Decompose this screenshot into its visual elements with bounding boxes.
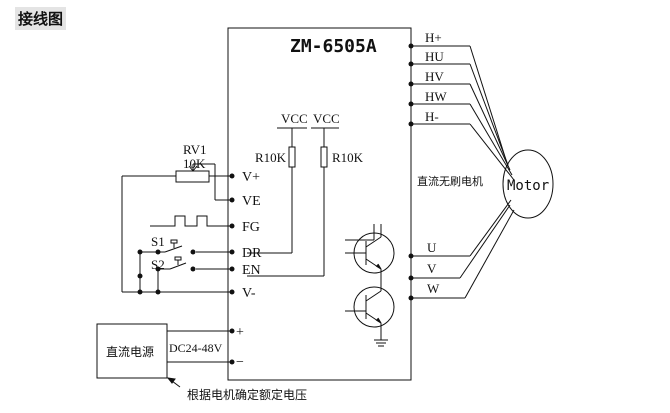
vcc-label-1: VCC [281, 111, 308, 126]
motor-wires [411, 45, 515, 299]
transistor-lower [345, 285, 395, 347]
switch-s2-label: S2 [151, 257, 165, 272]
pin-hv: HV [425, 69, 444, 84]
pin-dr: DR [242, 246, 262, 261]
controller-box [227, 27, 412, 381]
transistor-upper [345, 224, 395, 285]
pin-fg: FG [242, 220, 260, 235]
power-supply-label: 直流电源 [106, 345, 154, 359]
power-supply-box [96, 323, 168, 379]
voltage-note: 根据电机确定额定电压 [187, 387, 307, 402]
pot-value: 10K [183, 156, 206, 171]
pin-en: EN [242, 263, 261, 278]
power-supply-voltage: DC24-48V [169, 341, 223, 355]
pin-h-minus: H- [425, 109, 439, 124]
motor-label: Motor [507, 178, 549, 194]
diagram-title: 接线图 [15, 7, 67, 30]
fg-pulse [150, 215, 232, 227]
pin-hw: HW [425, 89, 447, 104]
controller-model: ZM-6505A [290, 36, 377, 57]
pin-ve: VE [242, 194, 261, 209]
switch-wiring [139, 239, 232, 292]
motor-note: 直流无刷电机 [417, 174, 483, 188]
pin-u: U [427, 240, 437, 255]
pin-h-plus: H+ [425, 30, 442, 45]
supply-minus: − [236, 355, 244, 370]
vcc-label-2: VCC [313, 111, 340, 126]
pin-v-minus: V- [242, 286, 256, 301]
pin-w: W [427, 281, 440, 296]
pin-v: V [427, 261, 437, 276]
potentiometer-wiring [121, 163, 232, 293]
resistor-label-1: R10K [255, 150, 287, 165]
pin-v-plus: V+ [242, 170, 260, 185]
switch-s1-label: S1 [151, 234, 165, 249]
supply-plus: + [236, 325, 244, 340]
motor-circle [502, 149, 554, 219]
pin-hu: HU [425, 49, 444, 64]
resistor-label-2: R10K [332, 150, 364, 165]
pot-name: RV1 [183, 142, 207, 157]
pullup-network [247, 127, 339, 277]
junction-dots [137, 43, 414, 365]
